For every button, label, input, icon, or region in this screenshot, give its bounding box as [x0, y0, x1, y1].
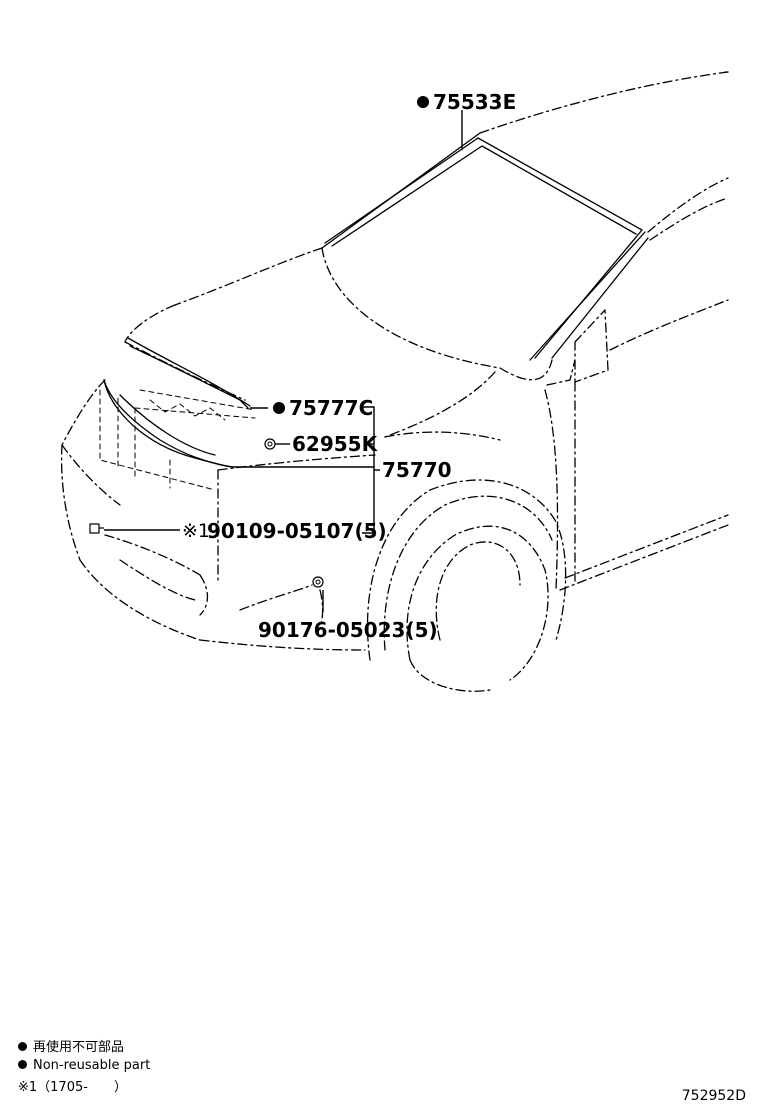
callout-75770: 75770 [382, 458, 452, 482]
part-label: 90109-05107(5) [207, 519, 387, 543]
legend-text-en: Non-reusable part [33, 1058, 151, 1073]
part-label: 62955K [292, 432, 379, 456]
diagram-code: 752952D [681, 1088, 746, 1104]
footnote-text: ※1（1705- ） [18, 1080, 127, 1095]
callout-75777C: 75777C [273, 396, 373, 420]
legend-line-en: Non-reusable part [18, 1058, 150, 1074]
part-label: 75777C [289, 396, 373, 420]
note-marker: ※1 [182, 520, 210, 542]
callout-90176-05023: 90176-05023(5) [258, 618, 438, 642]
legend-line-jp: 再使用不可部品 [18, 1040, 124, 1056]
clip-icon [312, 576, 324, 588]
leader-lines [104, 110, 463, 612]
part-label: 75770 [382, 458, 452, 482]
callout-62955K: 62955K [292, 432, 379, 456]
bolt-icon [89, 523, 104, 534]
non-reusable-bullet-icon [273, 402, 285, 414]
legend-text-jp: 再使用不可部品 [33, 1040, 125, 1055]
callout-90109-05107: ※1 90109-05107(5) [182, 519, 387, 543]
part-label: 75533E [433, 90, 516, 114]
non-reusable-bullet-icon [417, 96, 429, 108]
clip-icon [264, 438, 276, 450]
car-body-outline [60, 71, 729, 692]
callout-75533E: 75533E [417, 90, 516, 114]
part-label: 90176-05023(5) [258, 618, 438, 642]
bullet-icon [18, 1042, 27, 1051]
bullet-icon [18, 1060, 27, 1069]
legend-footnote: ※1（1705- ） [18, 1080, 127, 1096]
